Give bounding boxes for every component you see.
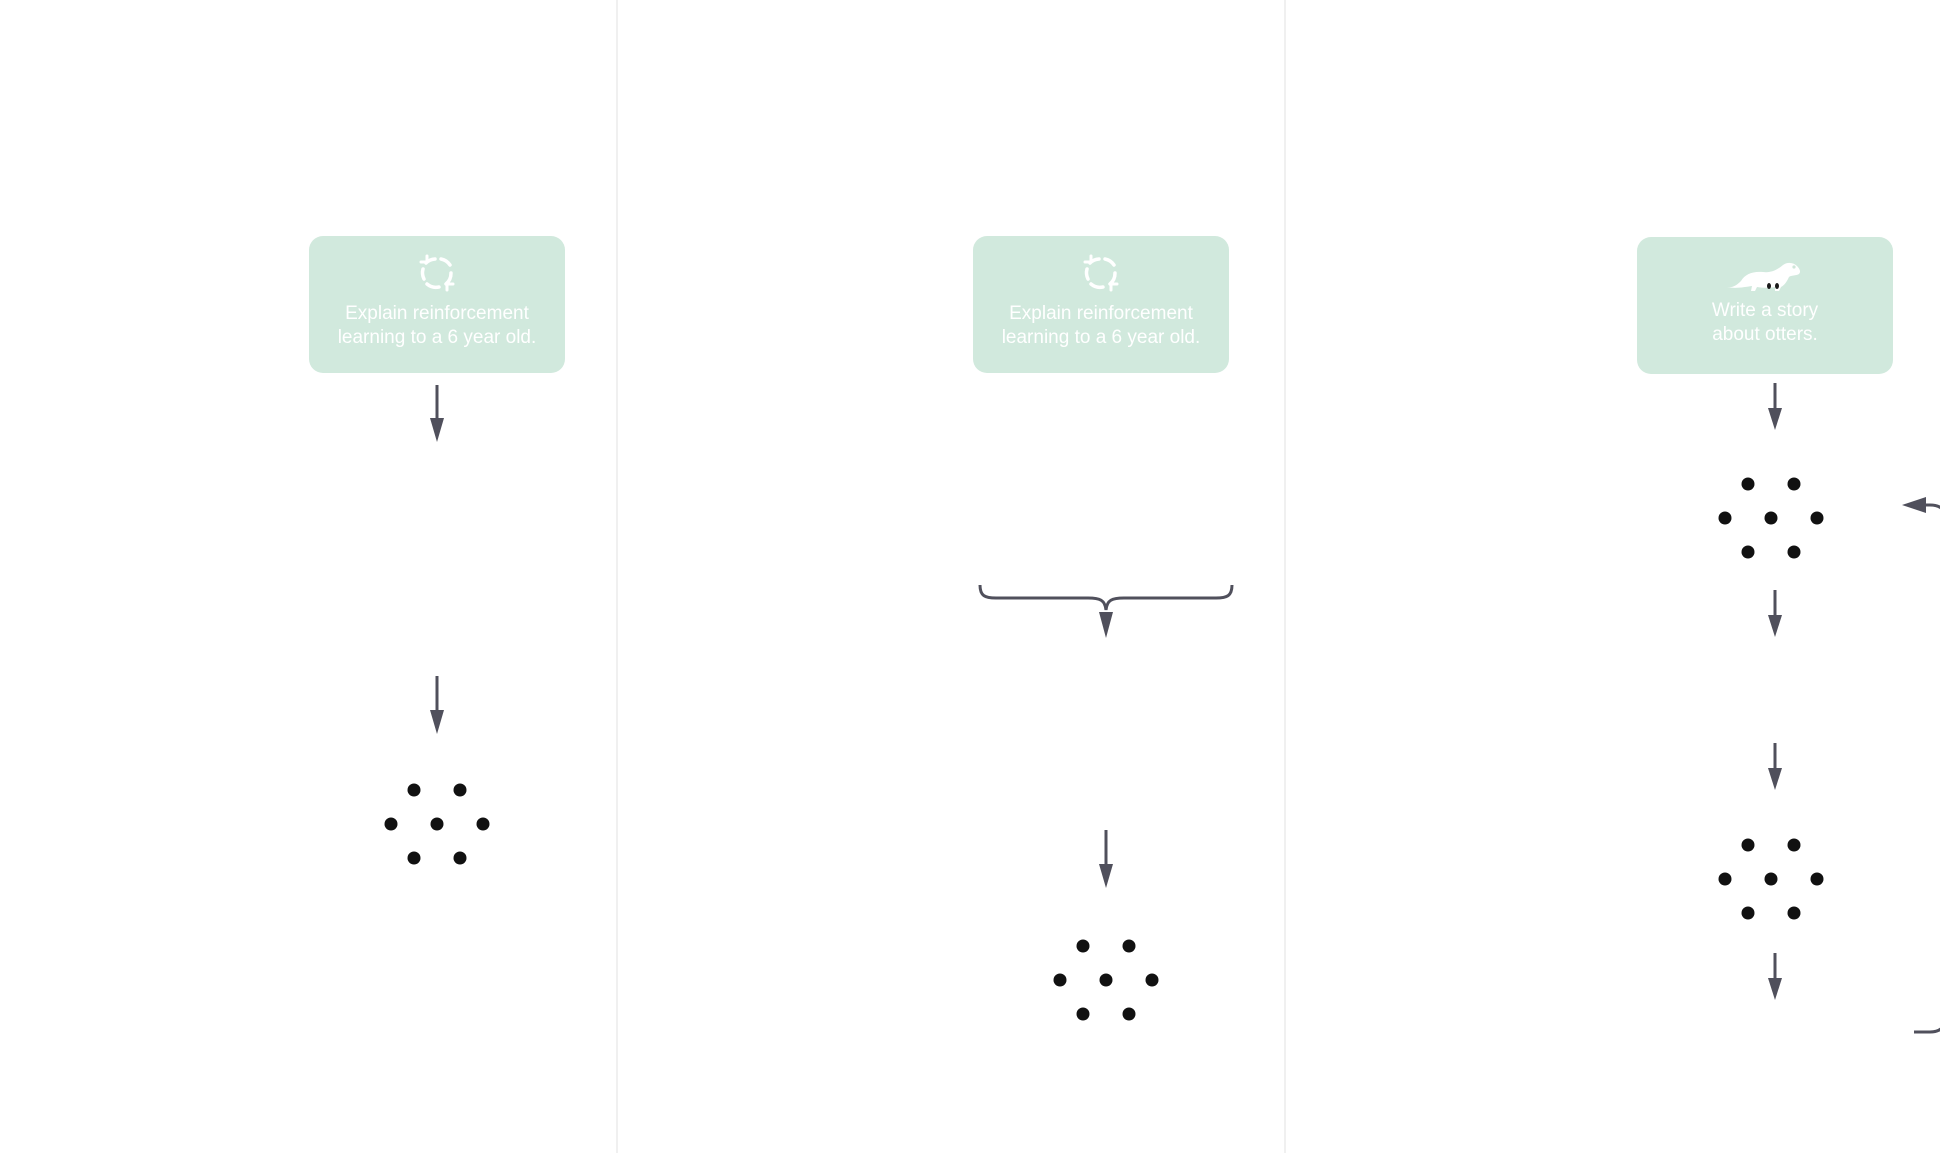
arrow-down: [1768, 743, 1782, 790]
merge-brace: [978, 584, 1234, 638]
arrow-down: [1768, 953, 1782, 1000]
prompt-box-column-2: Explain reinforcement learning to a 6 ye…: [973, 236, 1229, 373]
arrow-down: [1099, 830, 1113, 888]
dot-cluster: [384, 783, 490, 865]
prompt-text-column-1: Explain reinforcement learning to a 6 ye…: [337, 303, 537, 348]
prompt-text-column-2: Explain reinforcement learning to a 6 ye…: [1001, 303, 1201, 348]
dot-cluster: [1053, 939, 1159, 1021]
arrow-down: [1768, 383, 1782, 430]
arrow-down: [430, 385, 444, 442]
dot-cluster: [1718, 838, 1824, 920]
cycle-arrows-icon: [419, 254, 455, 292]
feedback-loop-arrow: [1902, 497, 1940, 1034]
cycle-arrows-icon: [1083, 254, 1119, 292]
prompt-box-column-3: Write a story about otters.: [1637, 237, 1893, 374]
otter-icon: [1727, 262, 1801, 291]
arrow-down: [1768, 590, 1782, 637]
prompt-box-column-1: Explain reinforcement learning to a 6 ye…: [309, 236, 565, 373]
dot-cluster: [1718, 477, 1824, 559]
prompt-text-column-3: Write a story about otters.: [1711, 300, 1819, 345]
arrow-down: [430, 676, 444, 734]
